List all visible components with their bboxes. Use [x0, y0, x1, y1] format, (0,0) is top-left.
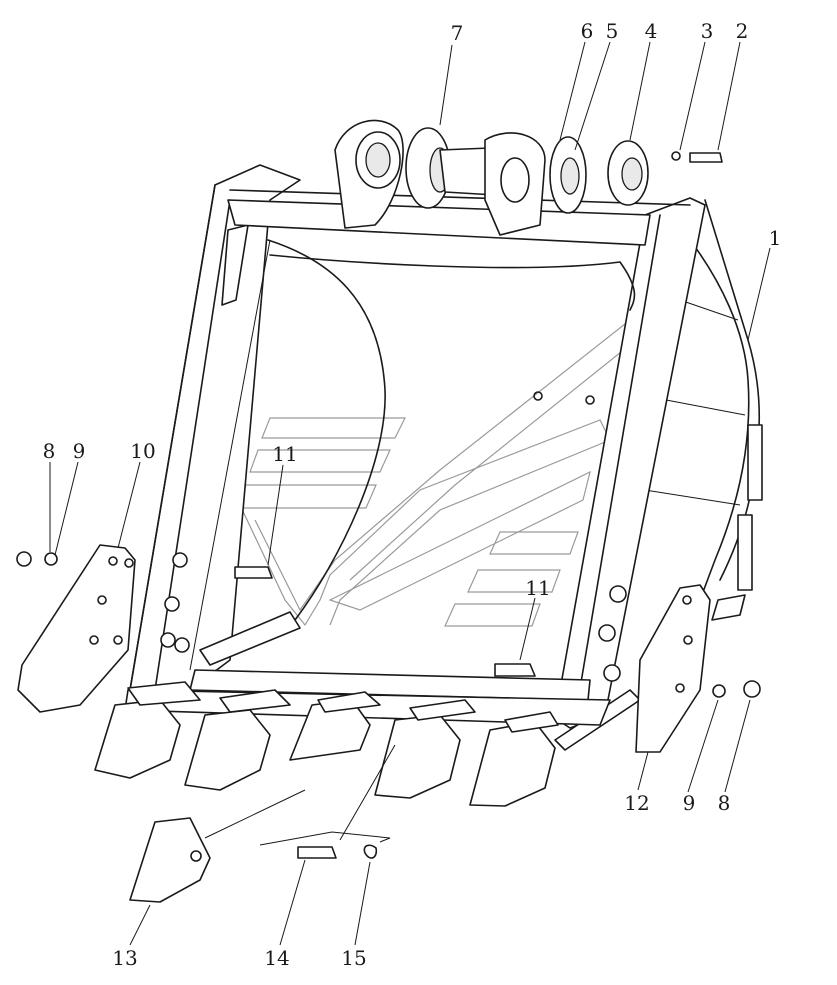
callout-14: 14	[264, 946, 289, 970]
watermark-logo	[237, 318, 637, 627]
callout-11-right: 11	[525, 576, 550, 600]
part-3-washer	[671, 151, 681, 161]
part-10-side-cutter	[16, 544, 273, 713]
part-13-tooth	[129, 817, 211, 903]
part-8-nut-left	[16, 551, 32, 567]
callout-6: 6	[581, 19, 594, 43]
callout-11-left: 11	[272, 442, 297, 466]
callout-5: 5	[606, 19, 619, 43]
bucket-teeth-row	[94, 681, 559, 807]
part-2-bolt	[689, 152, 723, 163]
callout-8-right: 8	[718, 791, 731, 815]
callout-2: 2	[736, 19, 749, 43]
part-9-washer-left	[44, 552, 58, 566]
callout-10: 10	[130, 439, 155, 463]
callout-1: 1	[769, 226, 782, 250]
callout-leaders	[49, 41, 771, 946]
callout-8-left: 8	[43, 439, 56, 463]
callout-7: 7	[451, 21, 464, 45]
wear-strip	[747, 424, 763, 501]
callout-4: 4	[645, 19, 658, 43]
callout-13: 13	[112, 946, 137, 970]
callout-9-left: 9	[73, 439, 86, 463]
bucket-body	[124, 164, 763, 751]
part-14-pin	[297, 846, 337, 859]
callout-3: 3	[701, 19, 714, 43]
part-12-side-cutter	[494, 584, 761, 753]
hinge-boss-assembly	[334, 119, 723, 236]
part-8-nut-right	[743, 680, 761, 698]
callout-labels: 7 6 5 4 3 2 1 8 9 10 11 11 12 9 8 13 14 …	[43, 19, 782, 970]
part-9-washer-right	[712, 684, 726, 698]
callout-12: 12	[624, 791, 649, 815]
wear-strip	[737, 514, 753, 591]
callout-15: 15	[341, 946, 366, 970]
part-15-retainer	[363, 844, 378, 859]
tooth-detail	[129, 744, 396, 903]
callout-9-right: 9	[683, 791, 696, 815]
